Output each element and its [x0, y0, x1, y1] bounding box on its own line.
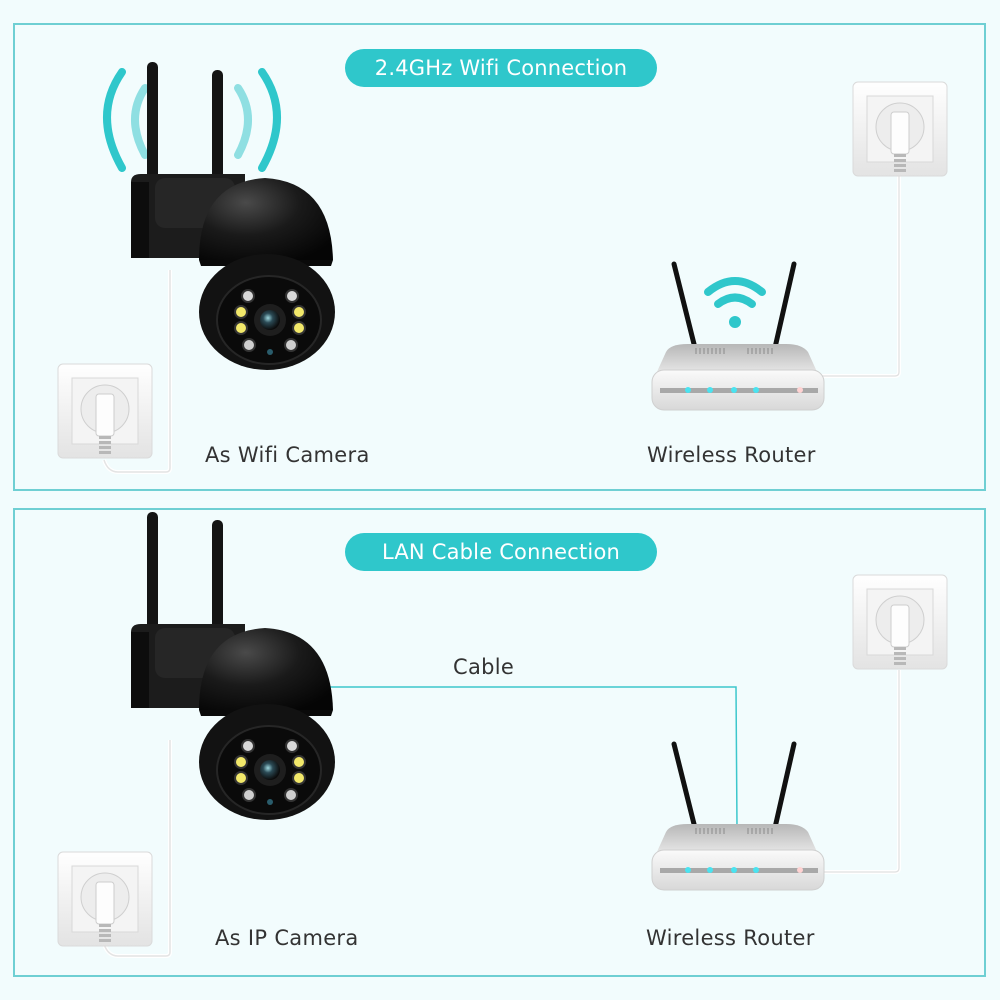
router-icon — [652, 264, 824, 410]
lan-connection-badge: LAN Cable Connection — [345, 533, 657, 571]
wall-socket-icon — [57, 363, 153, 459]
wall-socket-icon — [852, 574, 948, 670]
router-label-top: Wireless Router — [647, 443, 816, 467]
lan-connection-panel — [13, 508, 986, 977]
wifi-connection-badge: 2.4GHz Wifi Connection — [345, 49, 657, 87]
cable-label: Cable — [453, 655, 515, 679]
wifi-signal-icon — [704, 277, 766, 308]
wall-socket-icon — [57, 851, 153, 947]
ptz-camera-icon — [130, 511, 336, 821]
wifi-camera-label: As Wifi Camera — [205, 443, 370, 467]
ip-camera-label: As IP Camera — [215, 926, 359, 950]
router-label-bottom: Wireless Router — [646, 926, 815, 950]
lan-cable-line — [325, 686, 738, 829]
router-icon — [652, 744, 824, 890]
wall-socket-icon — [852, 81, 948, 177]
ptz-camera-icon — [130, 61, 336, 371]
wifi-signal-icon — [103, 68, 281, 172]
